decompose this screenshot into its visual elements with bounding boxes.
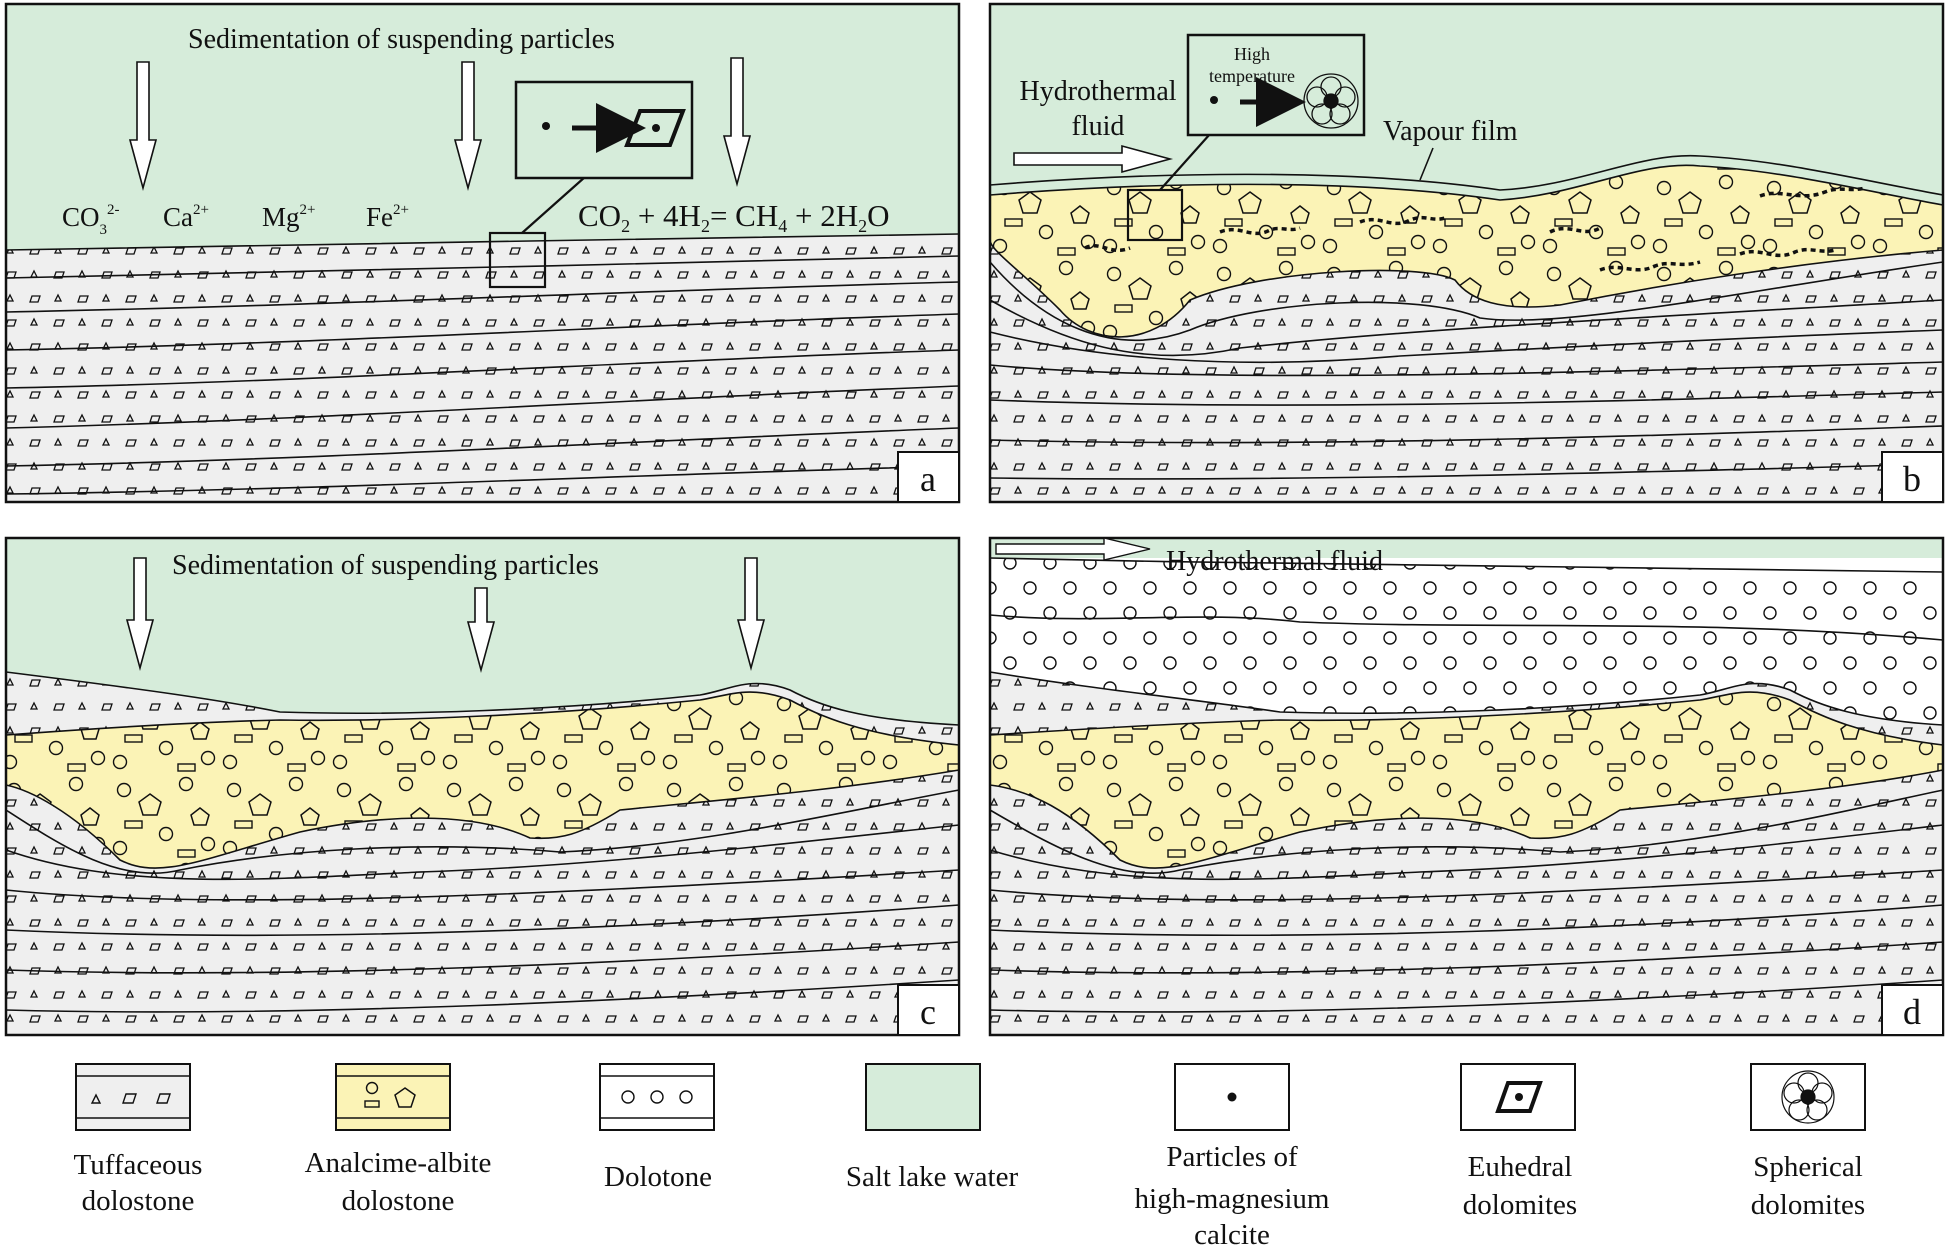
legend-swatch-euhedral [1460, 1063, 1576, 1131]
legend-dolotone: Dolotone [604, 1161, 712, 1193]
legend-swatch-water [865, 1063, 981, 1131]
vapour-film-label: Vapour film [1383, 116, 1518, 147]
legend-analcime-2: dolostone [342, 1185, 455, 1217]
sedimentation-arrows [125, 557, 766, 674]
inset-high-label: High [1234, 44, 1270, 64]
legend-water: Salt lake water [846, 1161, 1019, 1193]
salt-lake-water [990, 538, 1943, 558]
panel-letter: c [920, 992, 936, 1032]
hydrothermal-arrow [995, 537, 1151, 561]
legend-analcime-1: Analcime-albite [305, 1147, 492, 1179]
legend-swatch-tuffaceous [75, 1063, 191, 1131]
hydrothermal-label-2: fluid [1072, 111, 1125, 142]
panel-letter: b [1903, 459, 1921, 499]
spherical-inset: High temperature [1126, 33, 1366, 242]
hydrothermal-arrow [1013, 144, 1174, 174]
panel-a-title: Sedimentation of suspending particles [188, 24, 615, 55]
legend-particles-2: high-magnesium [1135, 1183, 1330, 1215]
ion-magnesium: Mg2+ [262, 202, 315, 232]
panel-d: Hydrothermal fluid d [988, 536, 1945, 1037]
hydrothermal-fluid-label: Hydrothermal fluid [1166, 546, 1383, 577]
panel-letter: d [1903, 992, 1921, 1032]
legend-tuffaceous-1: Tuffaceous [74, 1149, 203, 1181]
layer-boundaries [5, 671, 960, 1013]
panel-frame [988, 2, 1945, 504]
panel-a: Sedimentation of suspending particles CO… [4, 2, 961, 504]
legend-euhedral-2: dolomites [1463, 1189, 1577, 1221]
ion-iron: Fe2+ [366, 202, 409, 232]
analcime-albite-body [6, 692, 959, 869]
panel-b: Hydrothermal fluid Vapour film High temp… [988, 2, 1945, 504]
sedimentation-arrows [128, 57, 752, 192]
legend-euhedral-1: Euhedral [1468, 1151, 1573, 1183]
panel-frame [988, 536, 1945, 1037]
analcime-albite-body [990, 692, 1943, 869]
hydrothermal-label-1: Hydrothermal [1019, 76, 1176, 107]
panel-c-title: Sedimentation of suspending particles [172, 550, 599, 581]
legend-swatch-particles [1174, 1063, 1290, 1131]
panel-letter: a [920, 459, 936, 499]
layer-boundaries [5, 233, 960, 495]
legend: Tuffaceous dolostone Analcime-albite dol… [74, 1063, 1866, 1249]
legend-swatch-analcime [335, 1063, 451, 1131]
vapour-film-leader [1419, 147, 1434, 181]
ion-labels: CO32- Ca2+ Mg2+ Fe2+ [62, 202, 409, 238]
ion-carbonate: CO32- [62, 202, 120, 238]
vapour-bubble-streaks [1084, 186, 1866, 272]
panel-c: Sedimentation of suspending particles c [4, 536, 961, 1037]
layer-boundaries [989, 154, 1944, 480]
ion-calcium: Ca2+ [163, 202, 209, 232]
dolotone-layers [990, 558, 1943, 725]
tuffaceous-layers [6, 234, 959, 502]
legend-tuffaceous-2: dolostone [82, 1185, 195, 1217]
legend-swatch-dolotone [599, 1063, 715, 1131]
inset-temperature-label: temperature [1209, 66, 1295, 86]
spherical-dolomite-icon [1303, 73, 1359, 129]
legend-spherical-1: Spherical [1753, 1151, 1863, 1183]
analcime-albite-body [990, 165, 1943, 337]
euhedral-inset [488, 80, 694, 289]
legend-spherical-2: dolomites [1751, 1189, 1865, 1221]
legend-swatch-spherical [1750, 1063, 1866, 1131]
legend-particles-3: calcite [1194, 1219, 1270, 1249]
layer-boundaries [989, 557, 1944, 1013]
legend-particles-1: Particles of [1166, 1141, 1298, 1173]
reaction-equation: CO2 + 4H2= CH4 + 2H2O [578, 198, 890, 236]
panel-frame [4, 536, 961, 1037]
panel-frame [4, 2, 961, 504]
